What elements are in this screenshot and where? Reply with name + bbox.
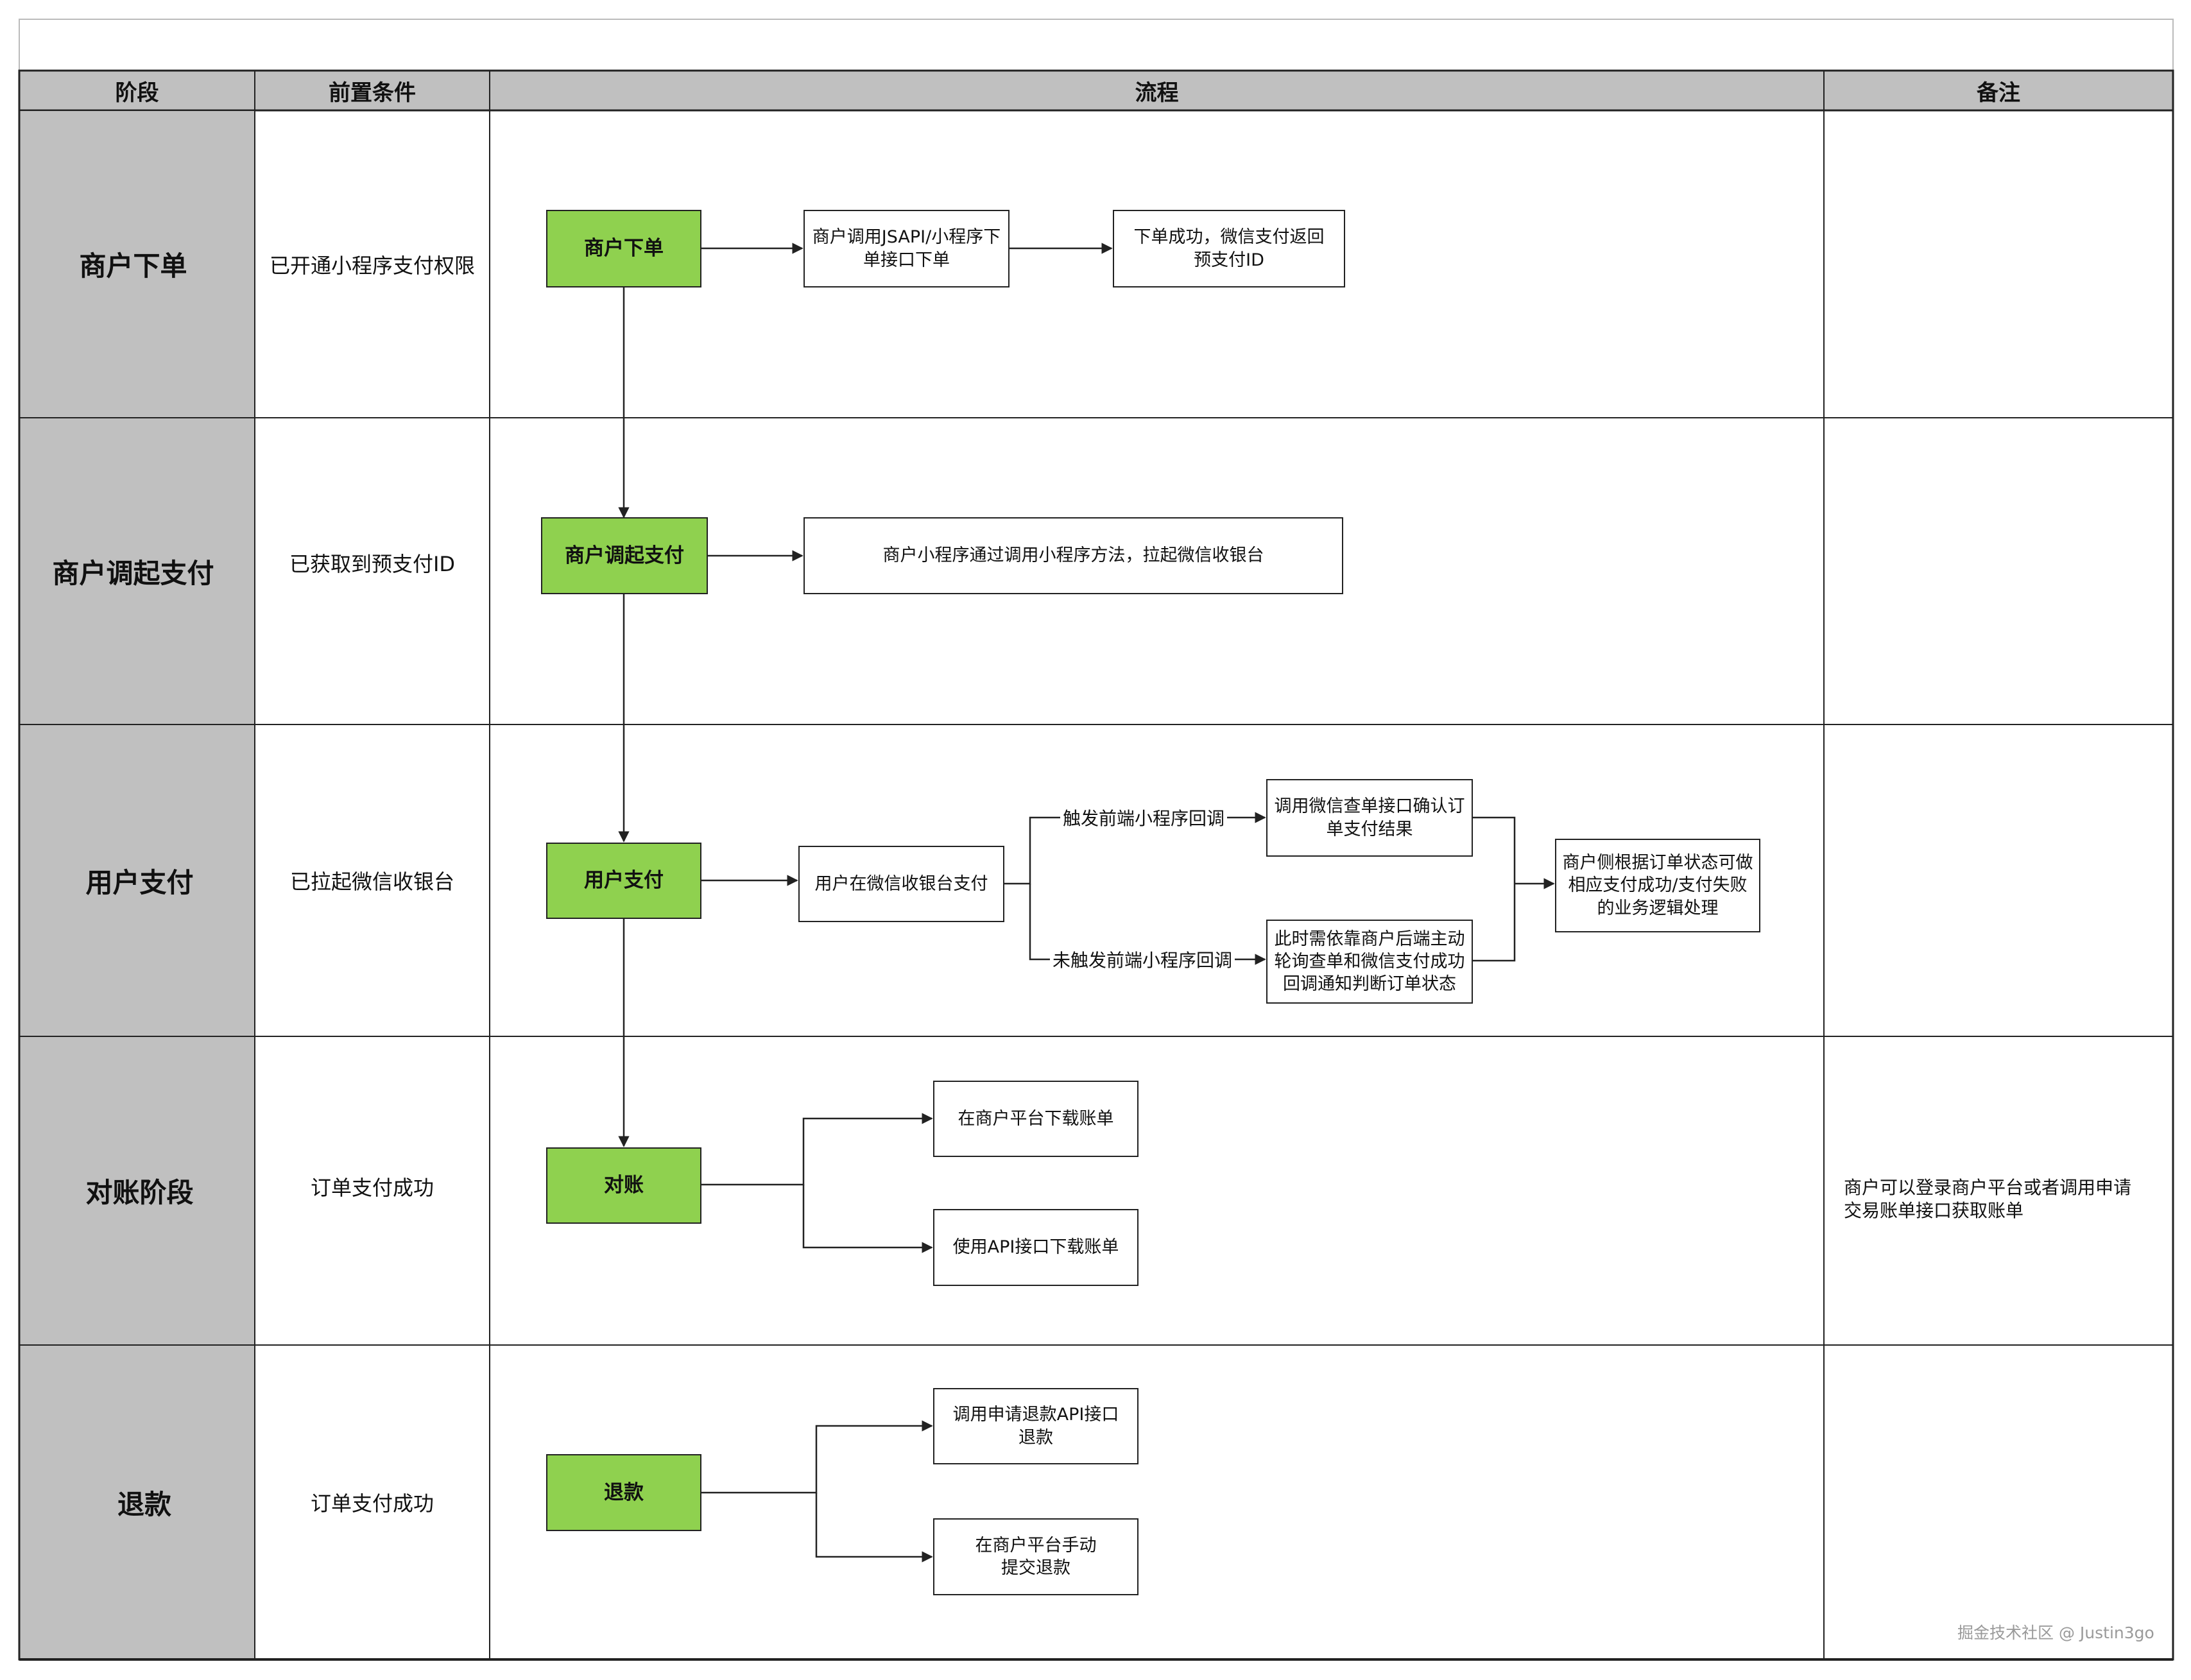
- stage-column-fill: [19, 110, 255, 1659]
- node-bill-api: 使用API接口下载账单: [933, 1209, 1138, 1286]
- node-pay: 用户支付: [546, 843, 701, 919]
- edge-reconcile-to-api: [802, 1185, 933, 1253]
- header-remark: 备注: [1977, 80, 2020, 106]
- stage-order: 商户下单: [79, 250, 187, 282]
- node-merchant-update: 商户侧根据订单状态可做 相应支付成功/支付失败 的业务逻辑处理: [1555, 839, 1760, 932]
- stage-reconcile: 对账阶段: [85, 1177, 194, 1208]
- header-precondition: 前置条件: [329, 80, 416, 106]
- header-stage: 阶段: [115, 80, 159, 106]
- precondition-reconcile: 订单支付成功: [310, 1176, 434, 1200]
- edge-label-callback-triggered: 触发前端小程序回调: [1060, 805, 1228, 830]
- edge-query-to-merge: [1473, 816, 1516, 962]
- precondition-invoke: 已获取到预支付ID: [289, 552, 456, 576]
- edge-refund-to-manual: [815, 1493, 933, 1563]
- header-row: [18, 69, 2174, 112]
- node-refund: 退款: [546, 1454, 701, 1531]
- node-invoke: 商户调起支付: [541, 517, 708, 594]
- node-query-confirm: 调用微信查单接口确认订 单支付结果: [1266, 779, 1473, 857]
- node-backend-poll: 此时需依靠商户后端主动 轮询查单和微信支付成功 回调通知判断订单状态: [1266, 920, 1473, 1004]
- node-order-ok: 下单成功，微信支付返回 预支付ID: [1113, 210, 1345, 287]
- edge-refund-to-api: [701, 1420, 933, 1494]
- stage-refund: 退款: [117, 1488, 171, 1520]
- precondition-pay: 已拉起微信收银台: [289, 870, 454, 894]
- edge-reconcile-to-platform: [701, 1113, 933, 1186]
- node-pay-cashier: 用户在微信收银台支付: [798, 846, 1004, 922]
- precondition-refund: 订单支付成功: [310, 1491, 434, 1516]
- node-invoke-desc: 商户小程序通过调用小程序方法，拉起微信收银台: [803, 517, 1343, 594]
- precondition-order: 已开通小程序支付权限: [269, 253, 475, 278]
- frame-top: [19, 19, 2174, 71]
- stage-invoke: 商户调起支付: [52, 557, 214, 589]
- node-reconcile: 对账: [546, 1147, 701, 1224]
- header-process: 流程: [1135, 80, 1179, 106]
- node-refund-manual: 在商户平台手动 提交退款: [933, 1518, 1138, 1595]
- edge-label-callback-not-triggered: 未触发前端小程序回调: [1049, 947, 1235, 972]
- node-bill-platform: 在商户平台下载账单: [933, 1081, 1138, 1157]
- watermark: 掘金技术社区 @ Justin3go: [1957, 1624, 2154, 1642]
- node-order-api: 商户调用JSAPI/小程序下 单接口下单: [803, 210, 1010, 287]
- node-refund-api: 调用申请退款API接口 退款: [933, 1388, 1138, 1464]
- stage-pay: 用户支付: [85, 866, 194, 898]
- remark-reconcile: 商户可以登录商户平台或者调用申请 交易账单接口获取账单: [1844, 1177, 2132, 1222]
- node-order: 商户下单: [546, 210, 701, 287]
